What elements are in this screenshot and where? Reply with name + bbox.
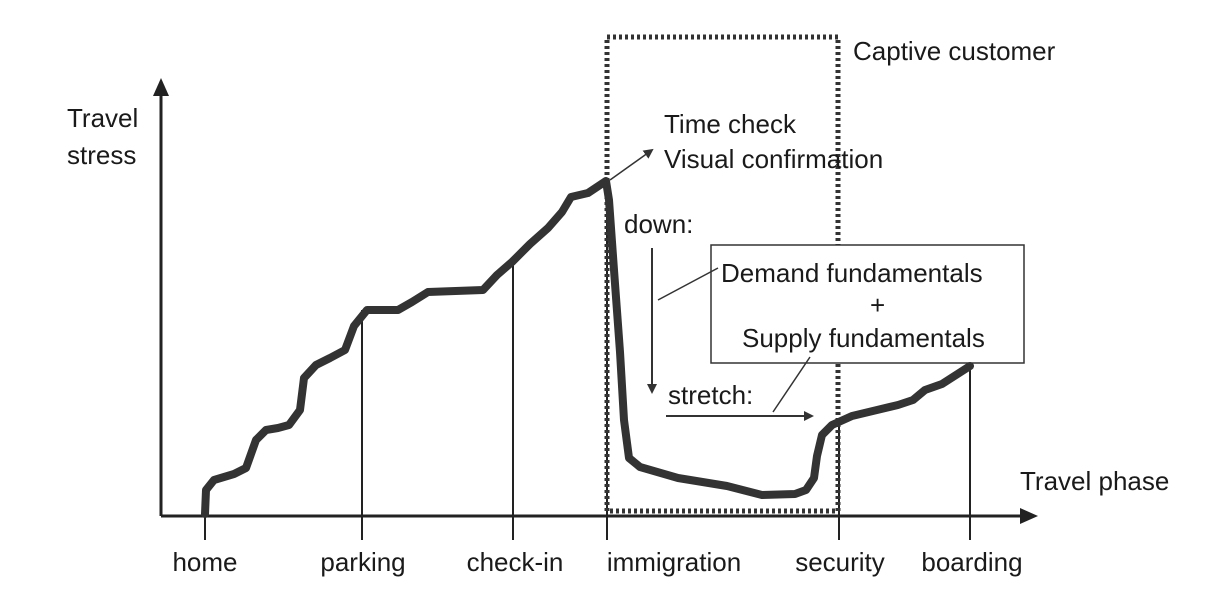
down-label: down: [624,209,693,239]
phase-label-parking: parking [320,547,405,577]
phase-label-home: home [172,547,237,577]
captive-customer-label: Captive customer [853,36,1056,66]
x-axis-arrow [1020,508,1038,524]
x-axis-label: Travel phase [1020,466,1169,496]
stretch-label: stretch: [668,380,753,410]
travel-stress-curve [201,177,974,518]
y-axis-arrow [153,78,169,96]
y-axis-label-line1: Travel [67,103,138,133]
phase-label-security: security [795,547,885,577]
stretch-leader-line [772,356,811,413]
phase-label-immigration: immigration [607,547,741,577]
demand-fundamentals-label: Demand fundamentals [721,258,983,288]
peak-note-line2: Visual confirmation [664,144,883,174]
phase-label-check-in: check-in [467,547,564,577]
down-leader-line [657,267,719,301]
y-axis-label-line2: stress [67,140,136,170]
supply-fundamentals-label: Supply fundamentals [742,323,985,353]
phase-label-boarding: boarding [921,547,1022,577]
fundamentals-box [710,244,1025,364]
peak-leader-line [609,148,654,181]
fundamentals-plus-sign: + [870,290,885,320]
peak-note-line1: Time check [664,109,797,139]
